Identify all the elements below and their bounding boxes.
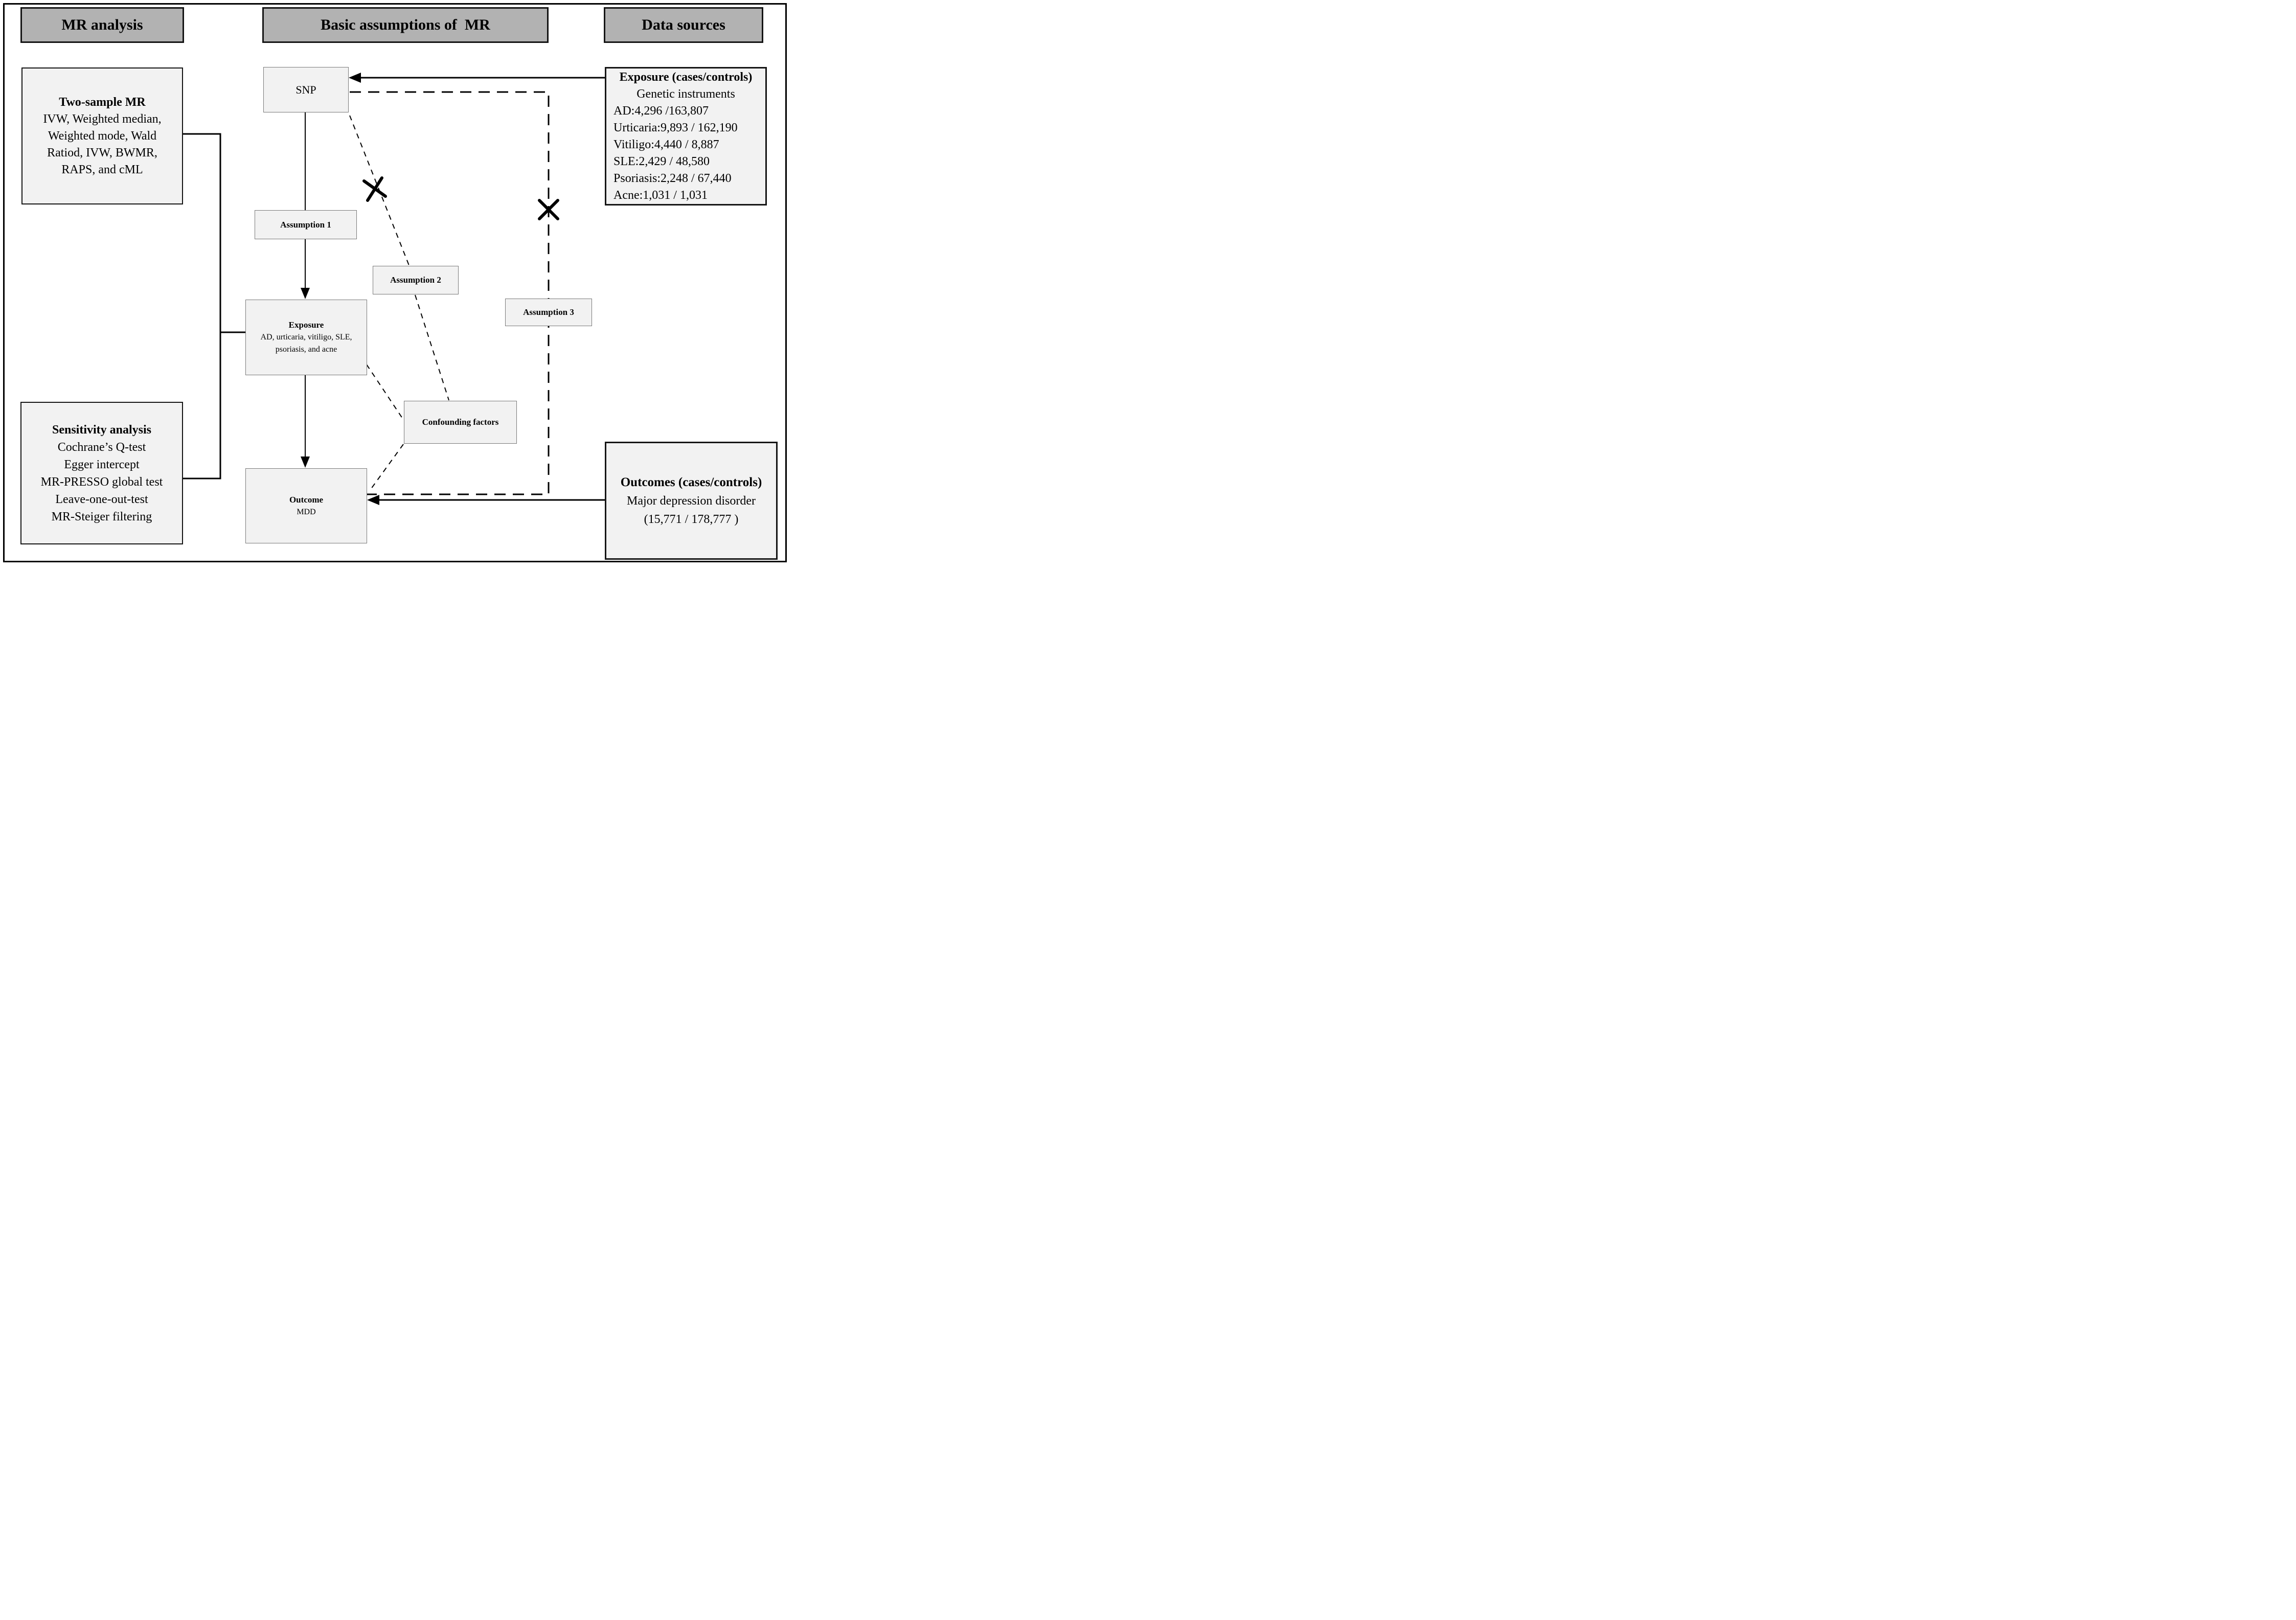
assumption-1-box: Assumption 1 xyxy=(255,210,357,239)
exposure-data-line: Psoriasis:2,248 / 67,440 xyxy=(613,171,732,185)
two-sample-mr-line: RAPS, and cML xyxy=(61,163,143,176)
sensitivity-line: Leave-one-out-test xyxy=(55,492,148,506)
shortdash-confounding-to-outcome xyxy=(369,444,404,491)
shortdash-assumption2-to-confounding xyxy=(415,294,449,401)
outcome-box: Outcome MDD xyxy=(245,468,367,543)
two-sample-mr-line: Ratiod, IVW, BWMR, xyxy=(47,146,157,159)
exposure-line: psoriasis, and acne xyxy=(275,345,337,354)
exposure-data-line: Urticaria:9,893 / 162,190 xyxy=(613,121,738,134)
exposure-title: Exposure xyxy=(288,320,324,330)
sensitivity-line: Cochrane’s Q-test xyxy=(57,440,146,454)
x-mark-assumption2 xyxy=(362,176,387,202)
exposure-data-title: Exposure (cases/controls) xyxy=(619,70,753,84)
two-sample-mr-title-text: Two-sample MR xyxy=(59,95,146,109)
arrow-outcomes-to-outcome-head xyxy=(367,495,379,505)
two-sample-mr-line: IVW, Weighted median, xyxy=(43,112,162,126)
exposure-data-line: SLE:2,429 / 48,580 xyxy=(613,154,710,168)
sensitivity-line: Egger intercept xyxy=(64,458,140,471)
arrow-exposure-to-outcome-head xyxy=(301,457,310,468)
exposure-data-line: AD:4,296 /163,807 xyxy=(613,104,709,118)
figure-frame xyxy=(3,3,787,562)
exposure-data-subtitle: Genetic instruments xyxy=(636,87,735,101)
two-sample-mr-box: Two-sample MR IVW, Weighted median, Weig… xyxy=(21,67,183,204)
outcomes-data-line: (15,771 / 178,777 ) xyxy=(644,512,739,526)
arrow-datasource-to-snp-head xyxy=(349,73,361,83)
outcome-title: Outcome xyxy=(289,494,324,505)
confounding-factors-label: Confounding factors xyxy=(422,417,499,427)
assumption-3-label: Assumption 3 xyxy=(523,307,574,317)
sensitivity-line: MR-Steiger filtering xyxy=(51,510,152,523)
two-sample-mr-line: Weighted mode, Wald xyxy=(48,129,157,143)
shortdash-exposure-to-confounding xyxy=(366,364,404,420)
x-mark-assumption3 xyxy=(538,199,559,220)
connectors-svg xyxy=(183,73,605,505)
exposure-line: AD, urticaria, vitiligo, SLE, xyxy=(260,333,352,341)
header-mr-analysis: MR analysis xyxy=(20,7,184,43)
outcome-line: MDD xyxy=(297,507,316,516)
assumption-3-box: Assumption 3 xyxy=(505,299,592,326)
outcomes-data-line: Major depression disorder xyxy=(627,494,756,508)
header-basic-assumptions: Basic assumptions of MR xyxy=(262,7,549,43)
arrow-snp-to-exposure-head xyxy=(301,288,310,299)
assumption-1-label: Assumption 1 xyxy=(280,219,331,230)
exposure-data-box: Exposure (cases/controls) Genetic instru… xyxy=(605,67,767,206)
snp-box: SNP xyxy=(263,67,349,112)
sensitivity-analysis-box: Sensitivity analysis Cochrane’s Q-test E… xyxy=(20,402,183,544)
outcomes-data-title: Outcomes (cases/controls) xyxy=(620,475,762,489)
header-data-sources: Data sources xyxy=(604,7,763,43)
exposure-data-line: Vitiligo:4,440 / 8,887 xyxy=(613,138,719,151)
sensitivity-title: Sensitivity analysis xyxy=(52,423,152,437)
exposure-box: Exposure AD, urticaria, vitiligo, SLE, p… xyxy=(245,300,367,375)
sensitivity-line: MR-PRESSO global test xyxy=(40,475,163,489)
outcomes-data-box: Outcomes (cases/controls) Major depressi… xyxy=(605,442,778,560)
bracket-line xyxy=(183,133,221,480)
confounding-factors-box: Confounding factors xyxy=(404,401,517,444)
exposure-data-line: Acne:1,031 / 1,031 xyxy=(613,188,708,202)
assumption-2-label: Assumption 2 xyxy=(390,275,441,285)
snp-label: SNP xyxy=(295,83,316,96)
assumption-2-box: Assumption 2 xyxy=(373,266,459,294)
figure-canvas: MR analysis Basic assumptions of MR Data… xyxy=(0,0,790,565)
longdash-path xyxy=(350,91,550,495)
